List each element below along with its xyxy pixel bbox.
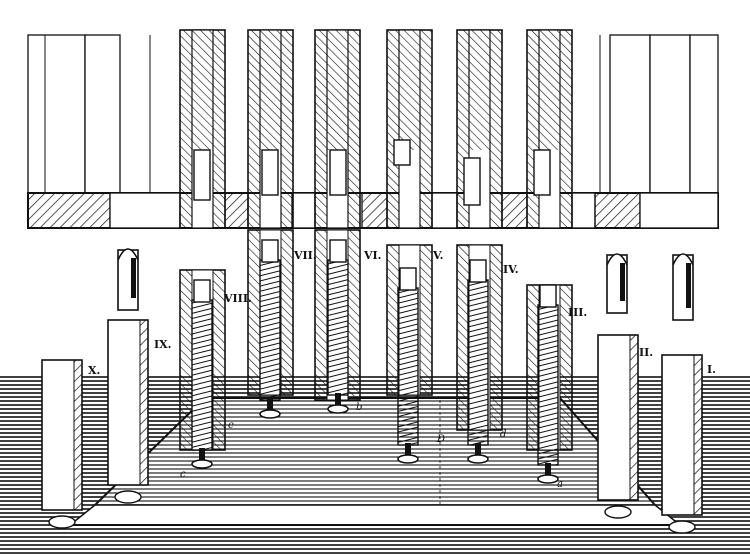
- screw-collar: [469, 259, 487, 283]
- plate-segment: [109, 192, 181, 229]
- station-label-vii: VII.: [293, 249, 317, 262]
- block-shade: [693, 354, 703, 516]
- screw-shank: [267, 398, 273, 412]
- bullet-tip: [117, 248, 139, 261]
- background-post: [649, 34, 691, 194]
- screw-foot: [397, 454, 419, 464]
- ref-letter-d: d: [500, 429, 506, 440]
- screw-foot: [537, 474, 559, 484]
- background-post: [27, 34, 86, 194]
- ref-letter-e: e: [228, 420, 234, 431]
- station-label-i: I.: [707, 363, 716, 376]
- plate-segment: [224, 192, 249, 229]
- background-post: [689, 34, 719, 194]
- screw-shank: [335, 393, 341, 407]
- block-foot: [668, 520, 696, 534]
- screw-shank: [405, 443, 411, 457]
- screw-shank: [545, 463, 551, 477]
- punch-rod: [260, 30, 281, 150]
- screw-collar: [539, 284, 557, 308]
- punch-tip: [261, 149, 279, 196]
- station-label-viii: VIII.: [223, 292, 252, 305]
- cartridge-shading: [131, 258, 136, 298]
- outer-blocks: [41, 248, 703, 534]
- ref-letter-c: c: [180, 469, 186, 480]
- ref-letter-b: b: [356, 402, 362, 413]
- screw-collar: [329, 239, 347, 263]
- station-label-iv: IV.: [503, 263, 519, 276]
- bullet-tip: [606, 253, 628, 266]
- punch-rod: [192, 30, 213, 150]
- screw-shank: [199, 448, 205, 462]
- threaded-screw: [467, 279, 489, 446]
- screw-foot: [191, 459, 213, 469]
- block-foot: [114, 490, 142, 504]
- threaded-screw: [259, 259, 281, 401]
- punch-tip: [533, 149, 551, 196]
- station-label-v: V.: [432, 249, 443, 262]
- bullet-tip: [672, 253, 694, 266]
- block-foot: [48, 515, 76, 529]
- die-plate: [27, 192, 719, 229]
- threaded-screw: [327, 259, 349, 396]
- station-label-ix: IX.: [154, 338, 172, 351]
- screw-foot: [467, 454, 489, 464]
- cartridge-shading: [686, 263, 691, 308]
- plate-segment: [571, 192, 596, 229]
- die-housings: [179, 229, 573, 484]
- block-shade: [139, 319, 149, 486]
- screw-collar: [193, 279, 211, 303]
- station-label-iii: III.: [568, 306, 587, 319]
- station-label-x: X.: [88, 364, 100, 377]
- station-label-ii: II.: [639, 346, 653, 359]
- station-label-vi: VI.: [363, 249, 382, 262]
- punch-rod: [399, 30, 420, 150]
- punch-tip: [463, 157, 481, 206]
- ref-letter-D: D: [436, 434, 445, 445]
- cartridge-shading: [620, 263, 625, 301]
- punch-rod: [327, 30, 348, 150]
- plate-segment: [594, 192, 641, 229]
- block-shade: [629, 334, 639, 501]
- block-shade: [73, 359, 83, 511]
- ref-letter-a: a: [557, 479, 563, 490]
- background-post: [84, 34, 121, 194]
- background-posts: [27, 34, 719, 194]
- plate-segment: [291, 192, 316, 229]
- screw-collar: [261, 239, 279, 263]
- plate-segment: [431, 192, 458, 229]
- threaded-screw: [397, 287, 419, 446]
- plate-segment: [501, 192, 528, 229]
- screw-collar: [399, 267, 417, 291]
- threaded-screw: [537, 304, 559, 466]
- screw-foot: [259, 409, 281, 419]
- punch-columns: [179, 29, 573, 229]
- plate-segment: [639, 192, 719, 229]
- screw-foot: [327, 404, 349, 414]
- punch-tip: [193, 149, 211, 201]
- threaded-screw: [191, 299, 213, 451]
- punch-tip: [393, 139, 411, 166]
- plate-segment: [27, 192, 111, 229]
- block-foot: [604, 505, 632, 519]
- background-post: [609, 34, 651, 194]
- punch-rod: [469, 30, 490, 150]
- screw-shank: [475, 443, 481, 457]
- punch-tip: [329, 149, 347, 196]
- punch-rod: [539, 30, 560, 150]
- plate-segment: [361, 192, 388, 229]
